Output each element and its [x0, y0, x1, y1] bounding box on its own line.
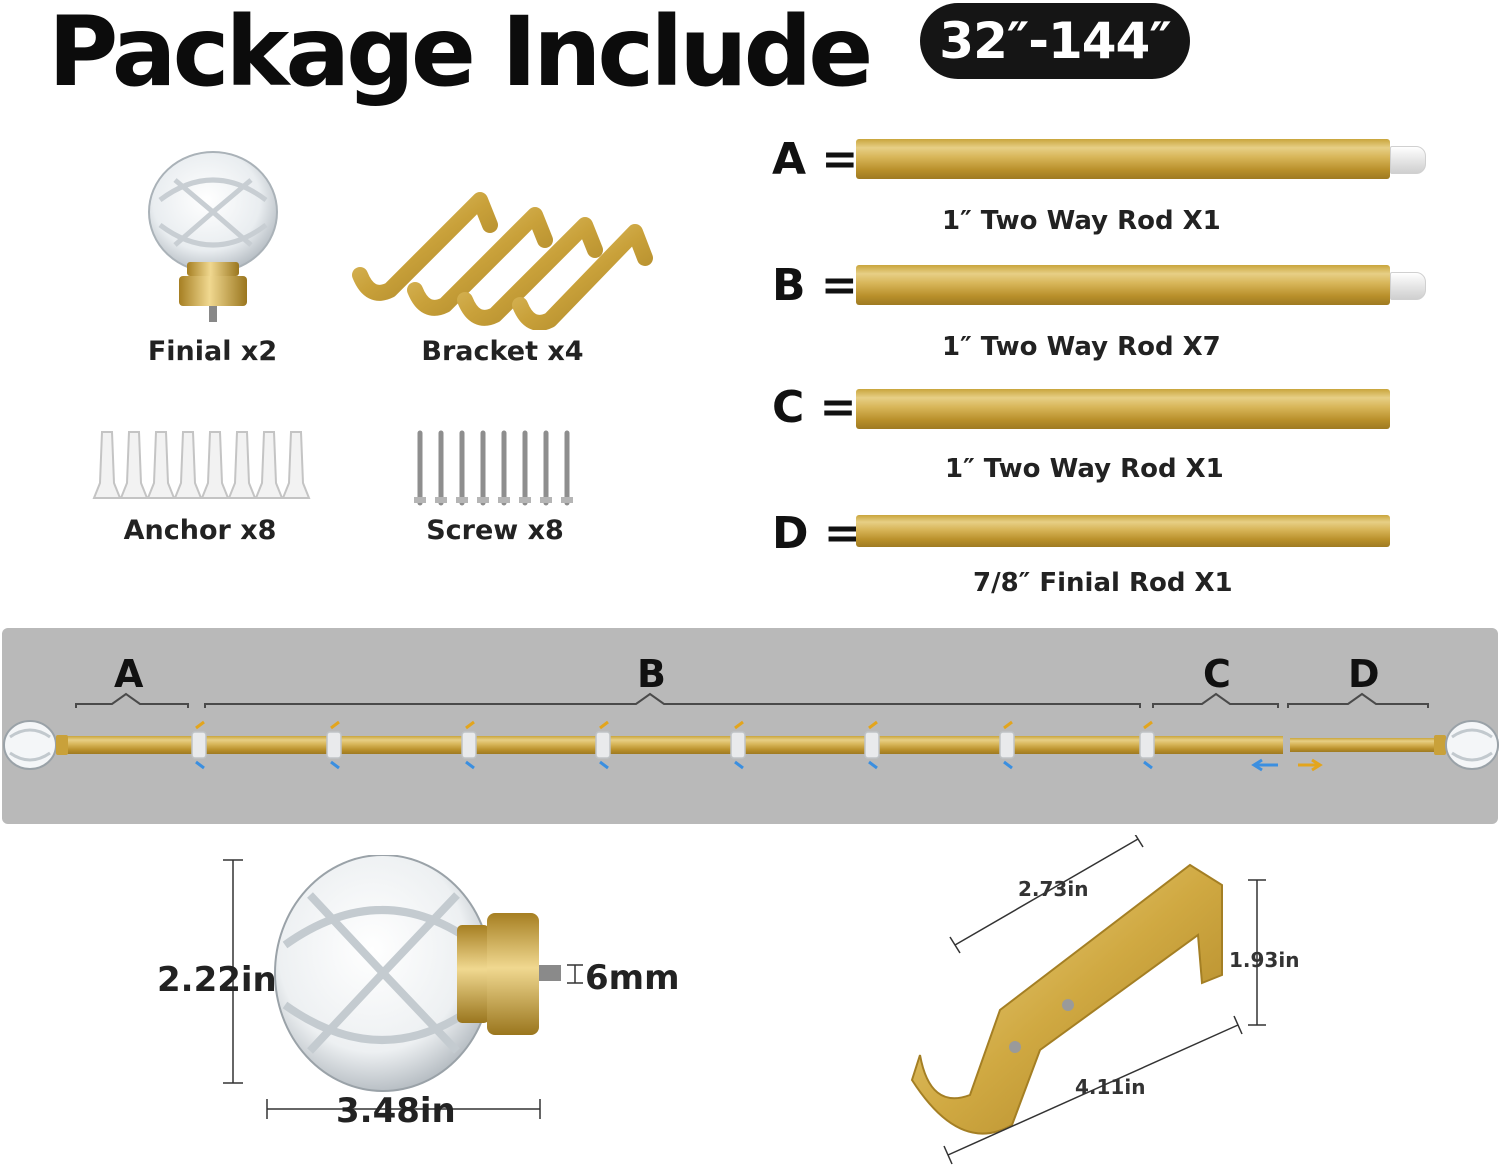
- bracket-height-dim: 1.93in: [1229, 948, 1300, 972]
- rod-c-desc: 1″ Two Way Rod X1: [945, 454, 1224, 484]
- anchors-image: [92, 431, 311, 499]
- assembly-panel: [2, 628, 1498, 824]
- assembled-rod: [65, 736, 1283, 754]
- rod-a-letter: A =: [772, 134, 859, 185]
- assembly-brackets: [75, 692, 1429, 708]
- bracket-depth-dim: 4.11in: [1075, 1075, 1146, 1099]
- segment-b-label: B: [637, 652, 666, 696]
- left-finial-icon: [3, 720, 68, 770]
- rod-c: [856, 389, 1390, 429]
- size-range-badge: 32″-144″: [920, 3, 1190, 79]
- screws-image: [414, 430, 573, 506]
- rod-b: [856, 265, 1390, 305]
- rod-c-letter: C =: [772, 382, 857, 433]
- rod-a-tip: [1390, 146, 1426, 174]
- finial-detail-image: [223, 855, 583, 1119]
- finial-label: Finial x2: [147, 336, 278, 367]
- segment-c-label: C: [1203, 652, 1231, 696]
- screw-label: Screw x8: [426, 515, 564, 546]
- brackets-image: [352, 192, 653, 330]
- anchor-label: Anchor x8: [123, 515, 277, 546]
- rod-a: [856, 139, 1390, 179]
- finial-height-dim: 2.22in: [157, 960, 277, 1000]
- bracket-detail-image: [910, 835, 1266, 1165]
- segment-a-label: A: [114, 652, 144, 696]
- finial-screw-dim: 6mm: [585, 958, 680, 998]
- segment-d-label: D: [1348, 652, 1380, 696]
- rod-b-desc: 1″ Two Way Rod X7: [942, 332, 1221, 362]
- rod-a-desc: 1″ Two Way Rod X1: [942, 206, 1221, 236]
- finial-width-dim: 3.48in: [336, 1091, 456, 1131]
- finial-image: [148, 151, 278, 322]
- rod-b-tip: [1390, 272, 1426, 300]
- bracket-top-dim: 2.73in: [1018, 877, 1089, 901]
- rod-b-letter: B =: [772, 260, 858, 311]
- rod-d: [856, 515, 1390, 547]
- page-title: Package Include: [48, 0, 873, 108]
- rod-d-letter: D =: [772, 508, 861, 559]
- bracket-label: Bracket x4: [421, 336, 584, 367]
- assembled-finial-rod: [1290, 738, 1438, 752]
- right-finial-icon: [1434, 720, 1499, 770]
- rod-d-desc: 7/8″ Finial Rod X1: [973, 568, 1233, 598]
- rod-connectors: [191, 720, 1323, 772]
